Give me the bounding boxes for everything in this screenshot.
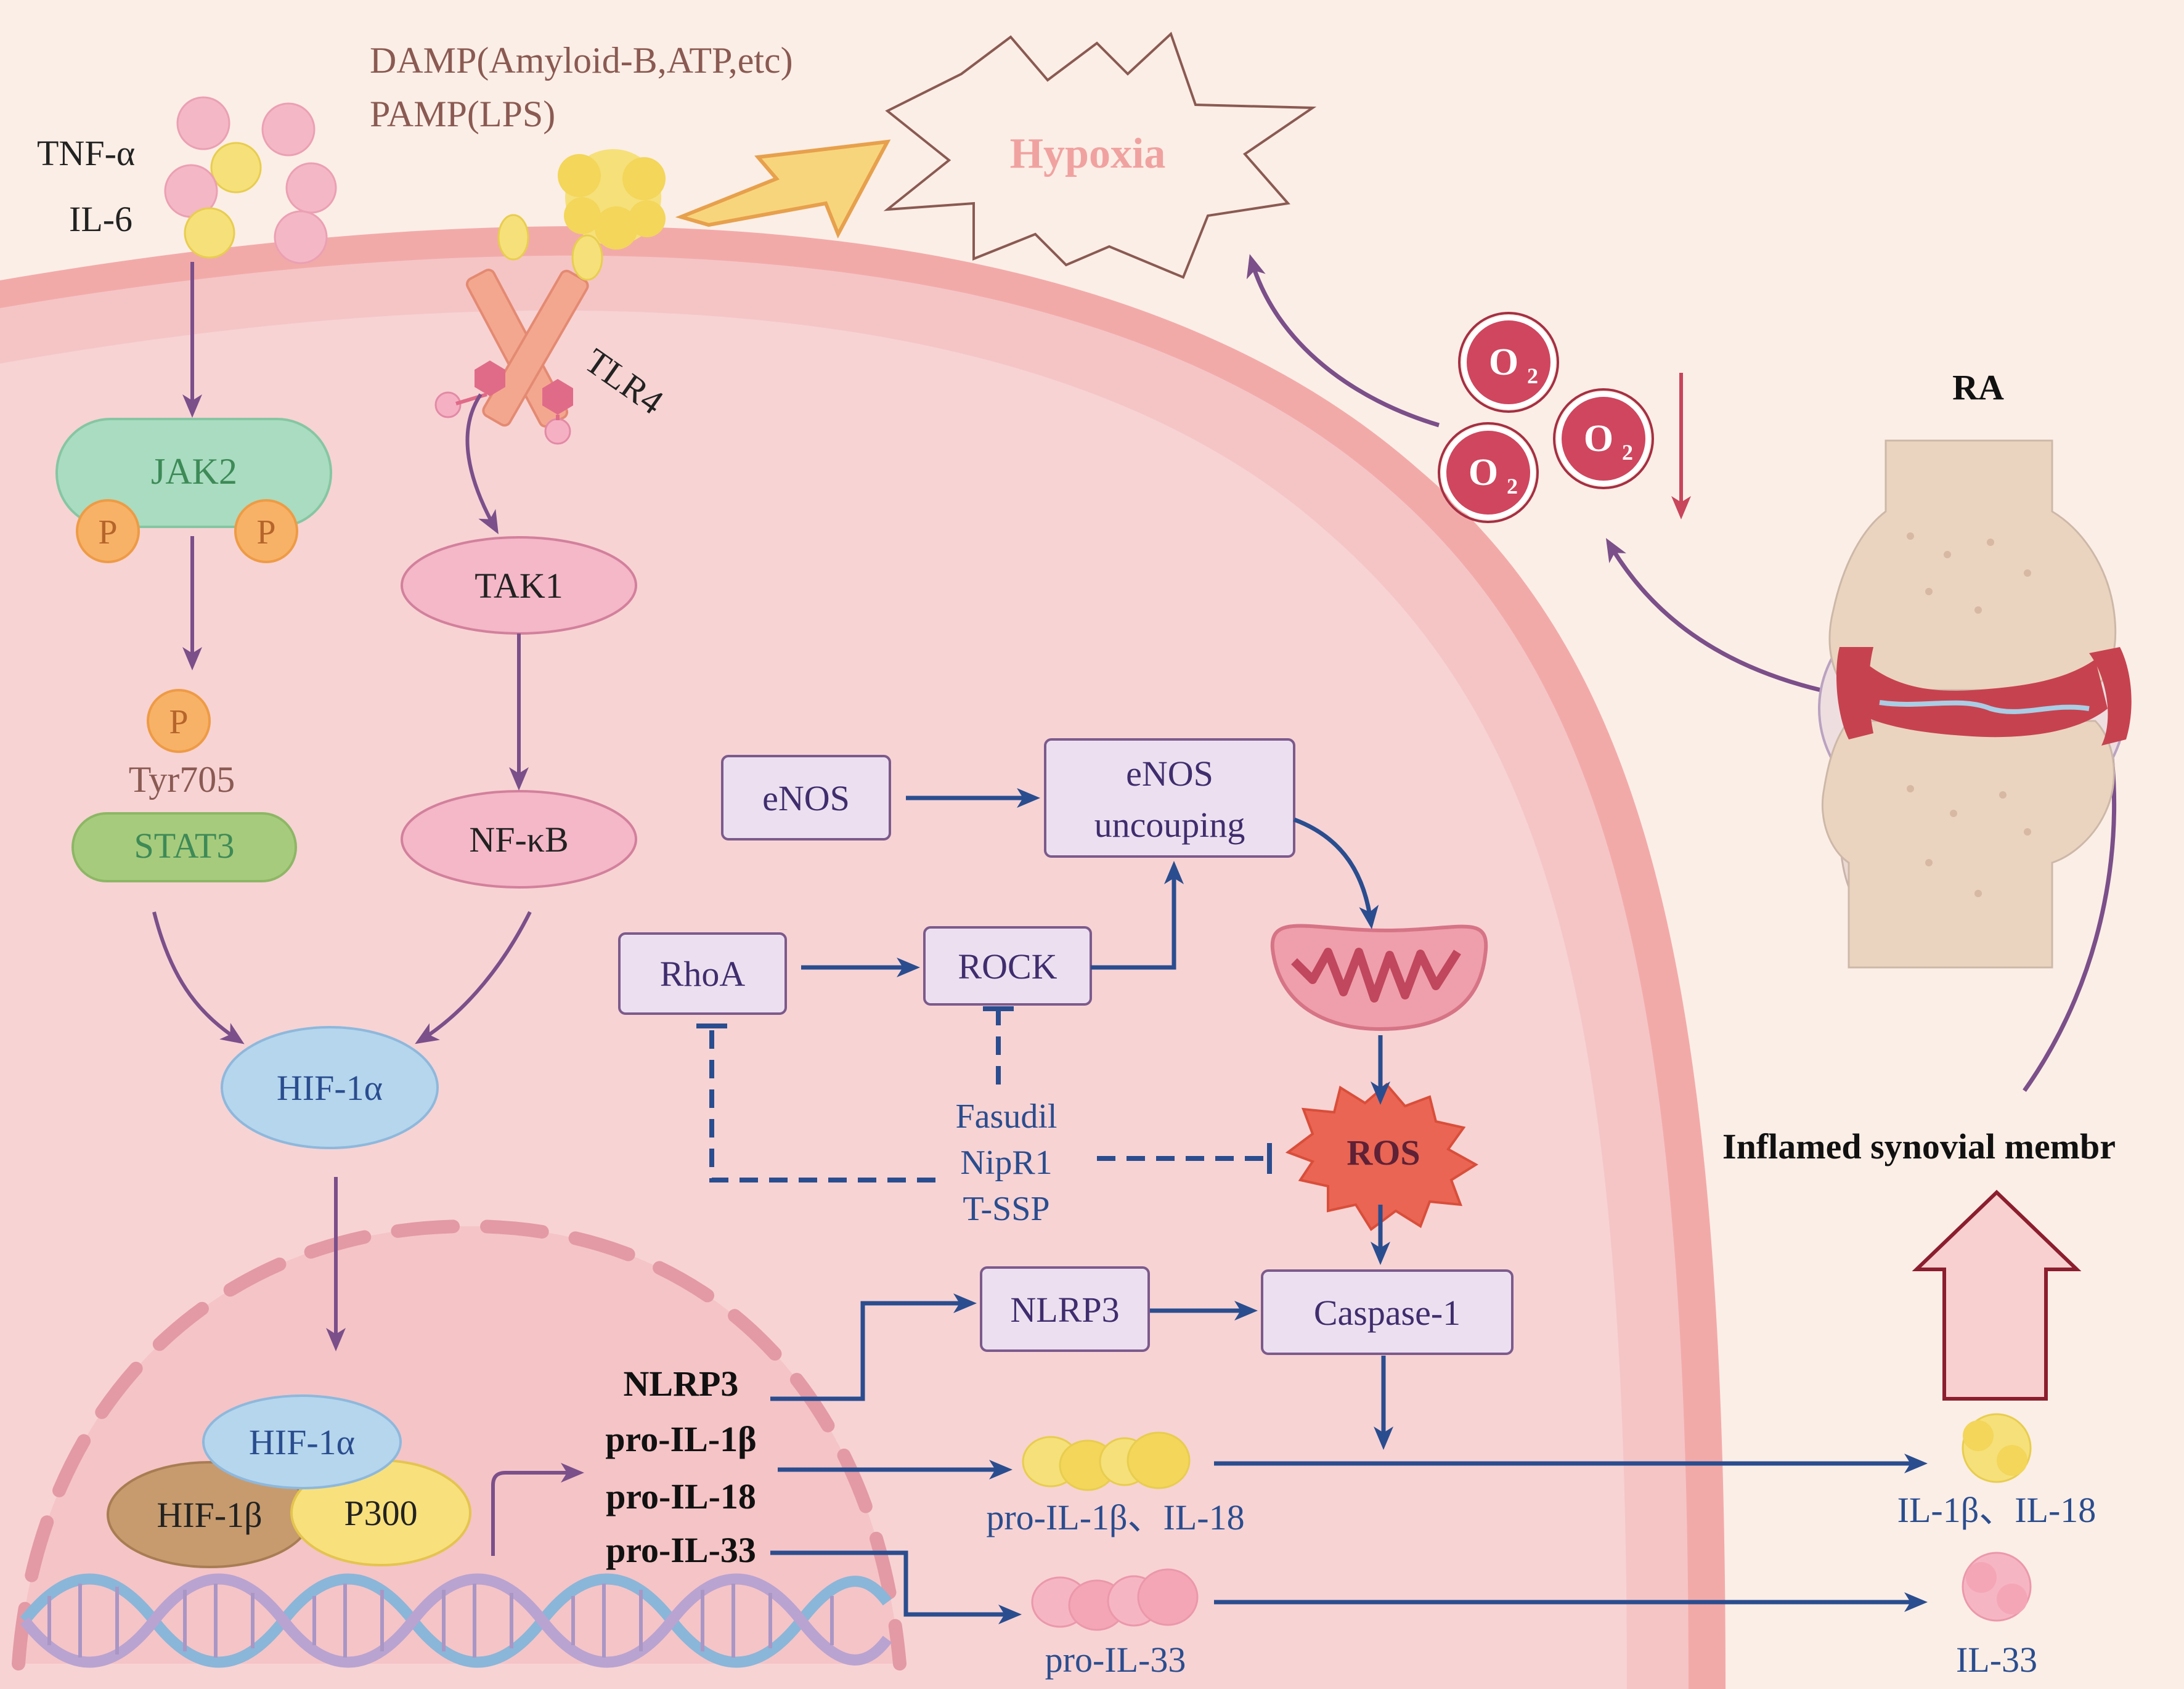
- mitochondrion-icon: [1270, 924, 1488, 1032]
- il1b-il18-particle-icon: [1962, 1413, 2032, 1483]
- inflamed-label: Inflamed synovial membr: [1722, 1126, 2116, 1166]
- hif1a-nuclear-label: HIF-1α: [249, 1422, 355, 1462]
- nfkb-node: [401, 790, 637, 889]
- tnf-label: TNF-α: [37, 133, 135, 173]
- tak1-label: TAK1: [475, 566, 563, 606]
- rhoa-label: RhoA: [660, 954, 746, 994]
- enos-uncoupling-label-1: eNOS: [1126, 754, 1213, 794]
- ra-label: RA: [1952, 367, 2004, 407]
- hif1a-nuclear-node: [202, 1394, 402, 1489]
- phospho-label: P: [98, 513, 117, 551]
- fasudil-label: Fasudil: [956, 1097, 1057, 1136]
- oxygen-molecule-icon: [1438, 422, 1539, 523]
- damp-label: DAMP(Amyloid-B,ATP,etc): [370, 40, 793, 81]
- il1b-il18-label: IL-1β、IL-18: [1897, 1490, 2096, 1530]
- il33-particle-icon: [1962, 1552, 2032, 1622]
- nlrp3-label: NLRP3: [1010, 1290, 1119, 1330]
- pathway-arrows: [770, 788, 1928, 1624]
- oxygen-molecule-icon: [1553, 388, 1654, 489]
- pamp-label: PAMP(LPS): [370, 94, 555, 134]
- gene-il33-label: pro-IL-33: [606, 1530, 756, 1570]
- dna-helix-icon: [20, 1573, 892, 1668]
- tyr705-label: Tyr705: [129, 759, 235, 800]
- enos-uncoupling-label-2: uncouping: [1094, 805, 1245, 845]
- caspase1-label: Caspase-1: [1314, 1293, 1461, 1333]
- lightning-bolt-icon: [675, 139, 891, 239]
- enos-node: eNOS: [721, 755, 891, 840]
- caspase1-node: Caspase-1: [1261, 1269, 1514, 1355]
- o2-label: O: [1469, 452, 1498, 494]
- phospho-label: P: [256, 513, 275, 551]
- nfkb-label: NF-κB: [469, 820, 568, 860]
- phospho-label: P: [169, 703, 188, 741]
- tssp-label: T-SSP: [963, 1190, 1049, 1228]
- upward-arrow-icon: [1912, 1189, 2082, 1401]
- o2-subscript: 2: [1527, 364, 1538, 388]
- inhibition-lines: [709, 1011, 1269, 1182]
- cytokine-cluster-icon: [164, 96, 337, 264]
- gene-il18-label: pro-IL-18: [606, 1476, 756, 1516]
- jak2-label: JAK2: [151, 451, 237, 492]
- il33-label: IL-33: [1956, 1640, 2037, 1680]
- p300-label: P300: [344, 1493, 417, 1533]
- hif1a-label: HIF-1α: [277, 1068, 383, 1108]
- nipr1-label: NipR1: [960, 1144, 1052, 1182]
- rhoa-node: RhoA: [618, 932, 787, 1015]
- il6-label: IL-6: [69, 199, 132, 239]
- ros-label: ROS: [1347, 1133, 1420, 1173]
- phospho-icon: [147, 689, 211, 753]
- inhibition-bars: [696, 1006, 1272, 1174]
- tlr4-receptor-icon: [434, 214, 603, 445]
- enos-uncoupling-node: eNOS uncouping: [1044, 738, 1295, 858]
- oxygen-molecule-icon: [1458, 312, 1559, 413]
- stat3-node: [71, 812, 297, 882]
- phospho-icon: [76, 499, 140, 563]
- o2-subscript: 2: [1507, 474, 1518, 499]
- pro-il33-label: pro-IL-33: [1045, 1640, 1186, 1680]
- damp-particle-icon: [558, 149, 666, 250]
- enos-label: eNOS: [762, 778, 850, 818]
- pro-il1b-il18-label: pro-IL-1β、IL-18: [986, 1497, 1244, 1537]
- rock-node: ROCK: [923, 926, 1092, 1006]
- stat3-label: STAT3: [134, 826, 235, 866]
- hypoxia-label: Hypoxia: [1010, 130, 1166, 177]
- rock-label: ROCK: [958, 946, 1057, 987]
- pro-il1b-il18-particles-icon: [1022, 1431, 1191, 1491]
- inflamed-joint-icon: [1818, 439, 2132, 969]
- hif1b-label: HIF-1β: [157, 1495, 262, 1535]
- hypoxia-burst-icon: [883, 31, 1317, 279]
- o2-subscript: 2: [1622, 440, 1633, 465]
- o2-label: O: [1489, 341, 1518, 383]
- ros-burst-icon: [1285, 1083, 1478, 1231]
- gene-nlrp3-label: NLRP3: [624, 1364, 739, 1404]
- hif1a-node: [221, 1026, 439, 1149]
- signaling-arrows: [152, 262, 584, 1556]
- nlrp3-node: NLRP3: [980, 1266, 1150, 1352]
- o2-label: O: [1584, 418, 1613, 460]
- phospho-icon: [234, 499, 298, 563]
- pro-il33-particles-icon: [1031, 1568, 1199, 1631]
- gene-il1b-label: pro-IL-1β: [605, 1419, 756, 1459]
